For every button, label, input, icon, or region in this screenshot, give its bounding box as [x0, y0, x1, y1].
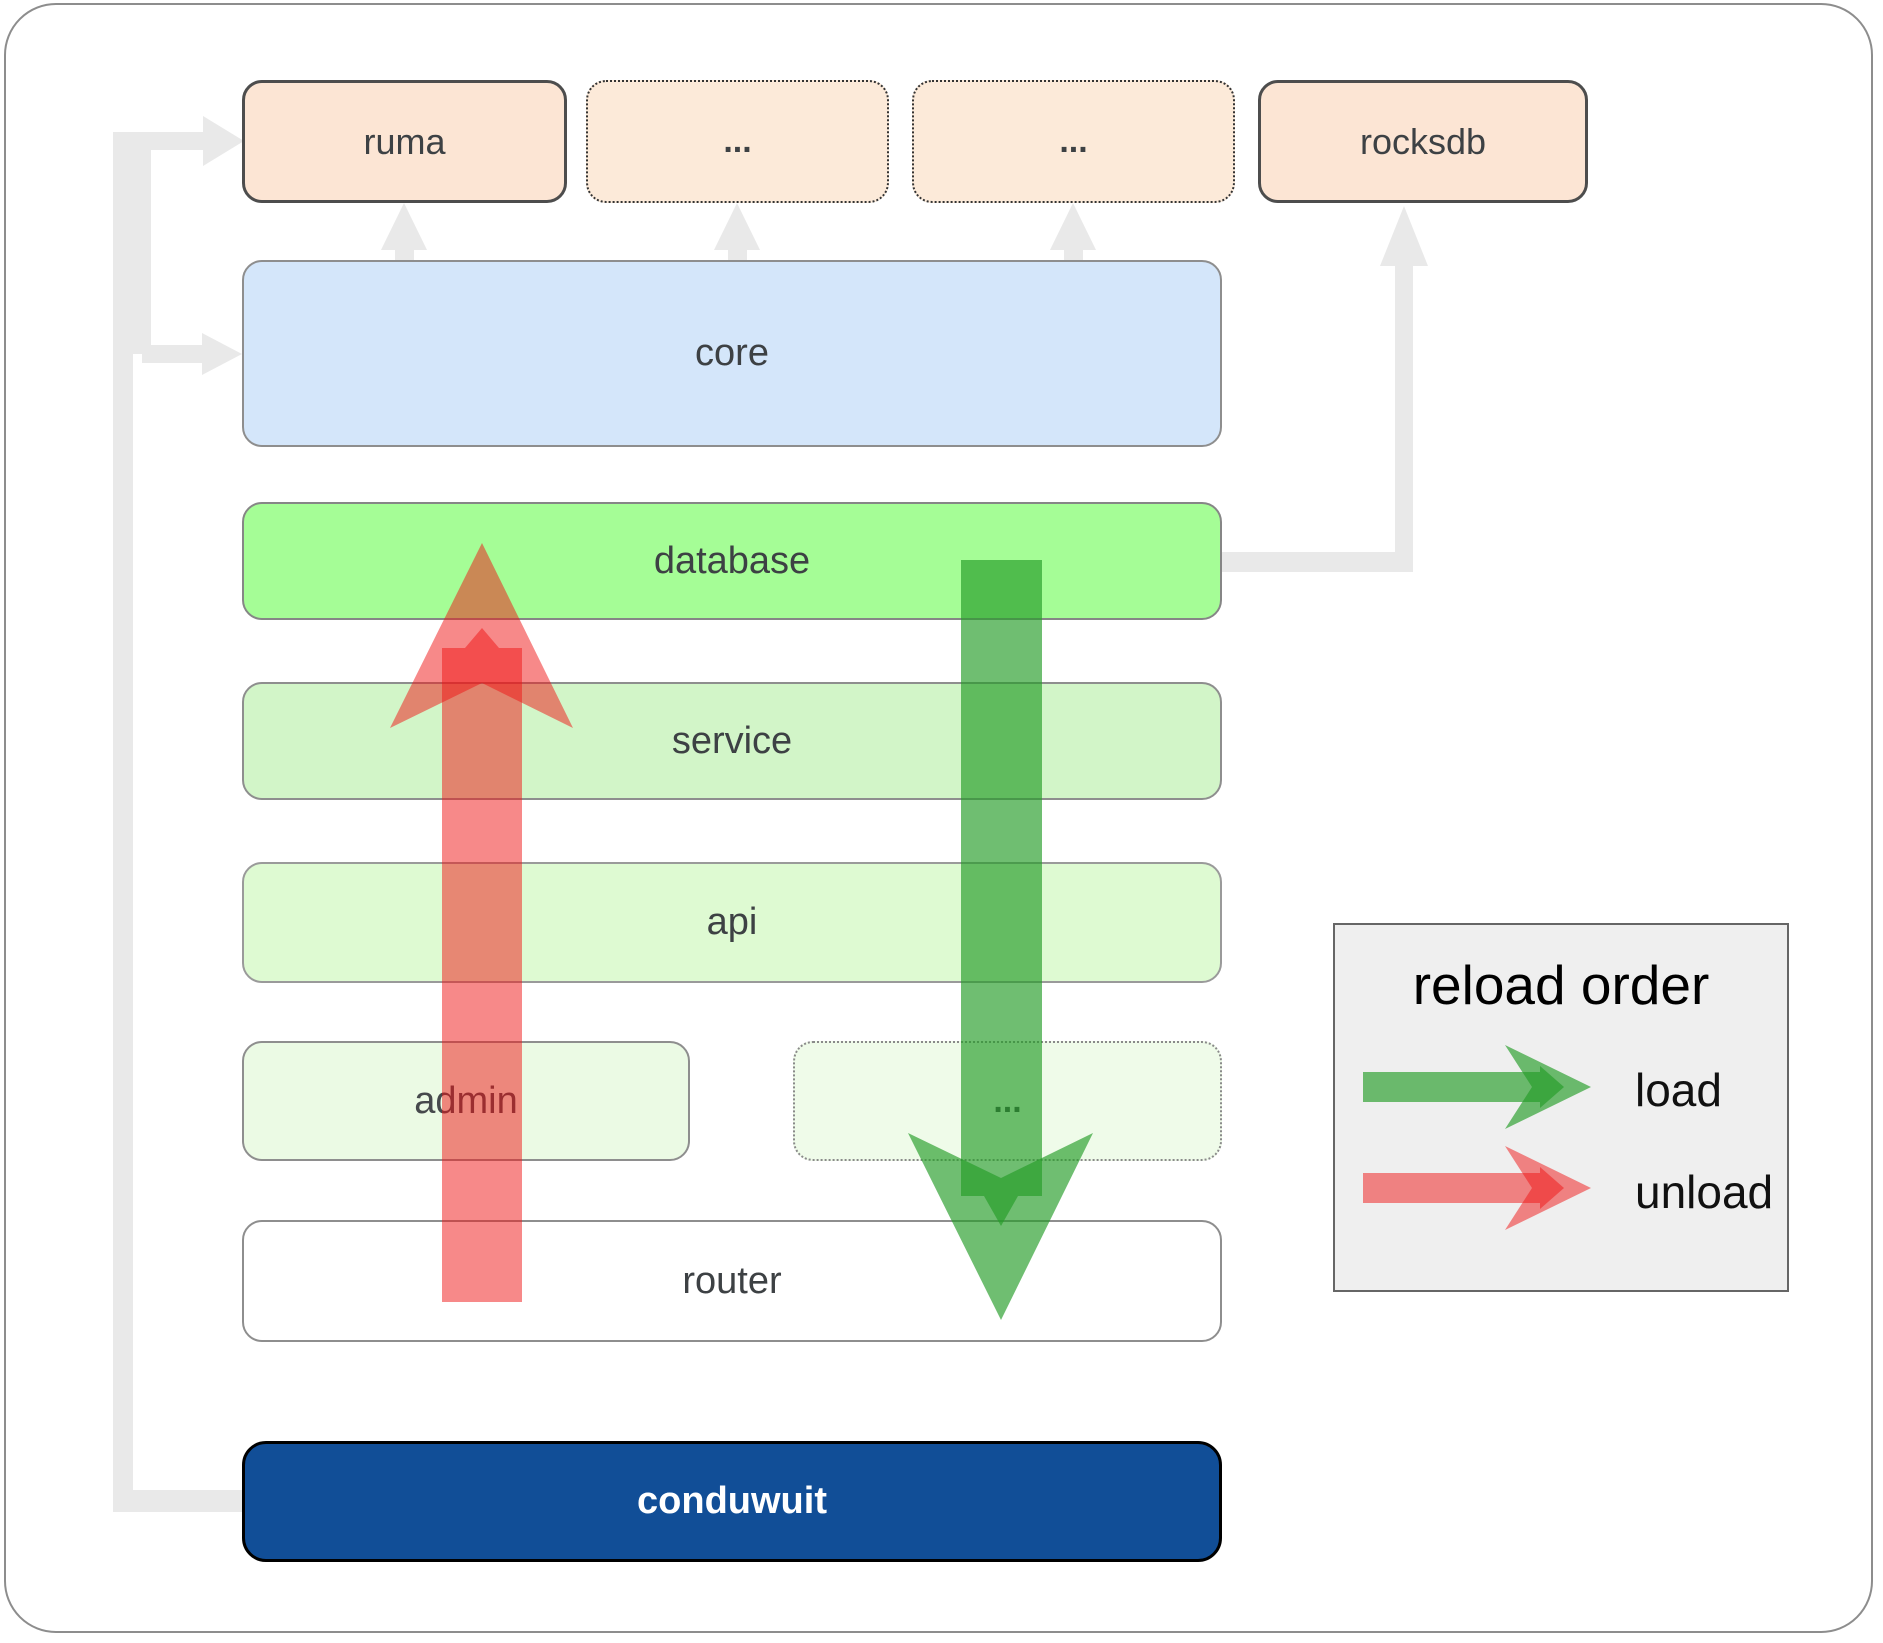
node-admin-label: admin	[414, 1079, 518, 1122]
node-router: router	[242, 1220, 1222, 1342]
node-api-label: api	[706, 901, 758, 943]
diagram-outer-frame	[4, 3, 1873, 1633]
node-dots-top-2: ...	[912, 80, 1235, 203]
node-database: database	[242, 502, 1222, 620]
legend-unload-label: unload	[1635, 1166, 1774, 1218]
node-rocksdb-label: rocksdb	[1359, 120, 1487, 162]
legend-reload-order: reload order load unload	[1333, 923, 1789, 1292]
node-admin-dots-label: ...	[993, 1081, 1022, 1120]
node-ruma-label: ruma	[363, 120, 446, 162]
node-core-label: core	[695, 332, 769, 374]
legend-title: reload order	[1412, 954, 1710, 1016]
node-api: api	[242, 862, 1222, 983]
node-database-label: database	[653, 539, 811, 582]
node-ruma: ruma	[242, 80, 567, 203]
node-core: core	[242, 260, 1222, 447]
node-conduwuit-label: conduwuit	[637, 1480, 827, 1522]
node-router-label: router	[682, 1259, 782, 1302]
node-service-label: service	[671, 719, 793, 762]
node-admin-dots: ...	[793, 1041, 1222, 1161]
node-service: service	[242, 682, 1222, 800]
node-rocksdb: rocksdb	[1258, 80, 1588, 203]
node-dots-top-1: ...	[586, 80, 889, 203]
node-admin: admin	[242, 1041, 690, 1161]
node-dots-top-2-label: ...	[1059, 122, 1088, 160]
node-dots-top-1-label: ...	[723, 122, 752, 160]
legend-load-label: load	[1635, 1064, 1722, 1116]
node-conduwuit: conduwuit	[242, 1441, 1222, 1562]
